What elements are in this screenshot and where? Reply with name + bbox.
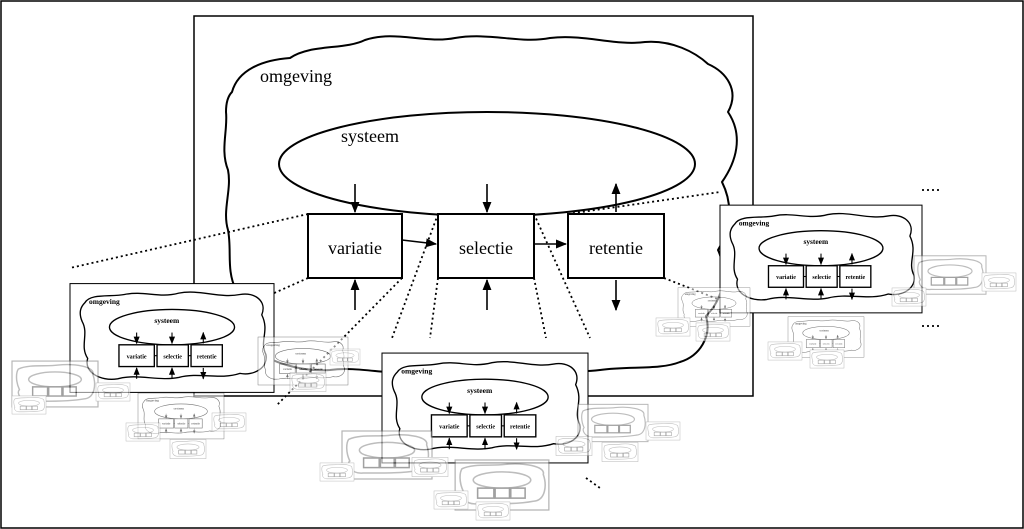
retentie-label: retentie (589, 238, 643, 258)
selectie-box (437, 213, 535, 279)
environment-label: omgeving (260, 66, 332, 86)
variatie-label: variatie (328, 238, 382, 258)
arrow-variatie-to-selectie (401, 238, 438, 248)
system-label: systeem (341, 126, 399, 146)
variatie-box (307, 213, 403, 279)
retentie-box (567, 213, 665, 279)
selectie-label: selectie (459, 238, 513, 258)
